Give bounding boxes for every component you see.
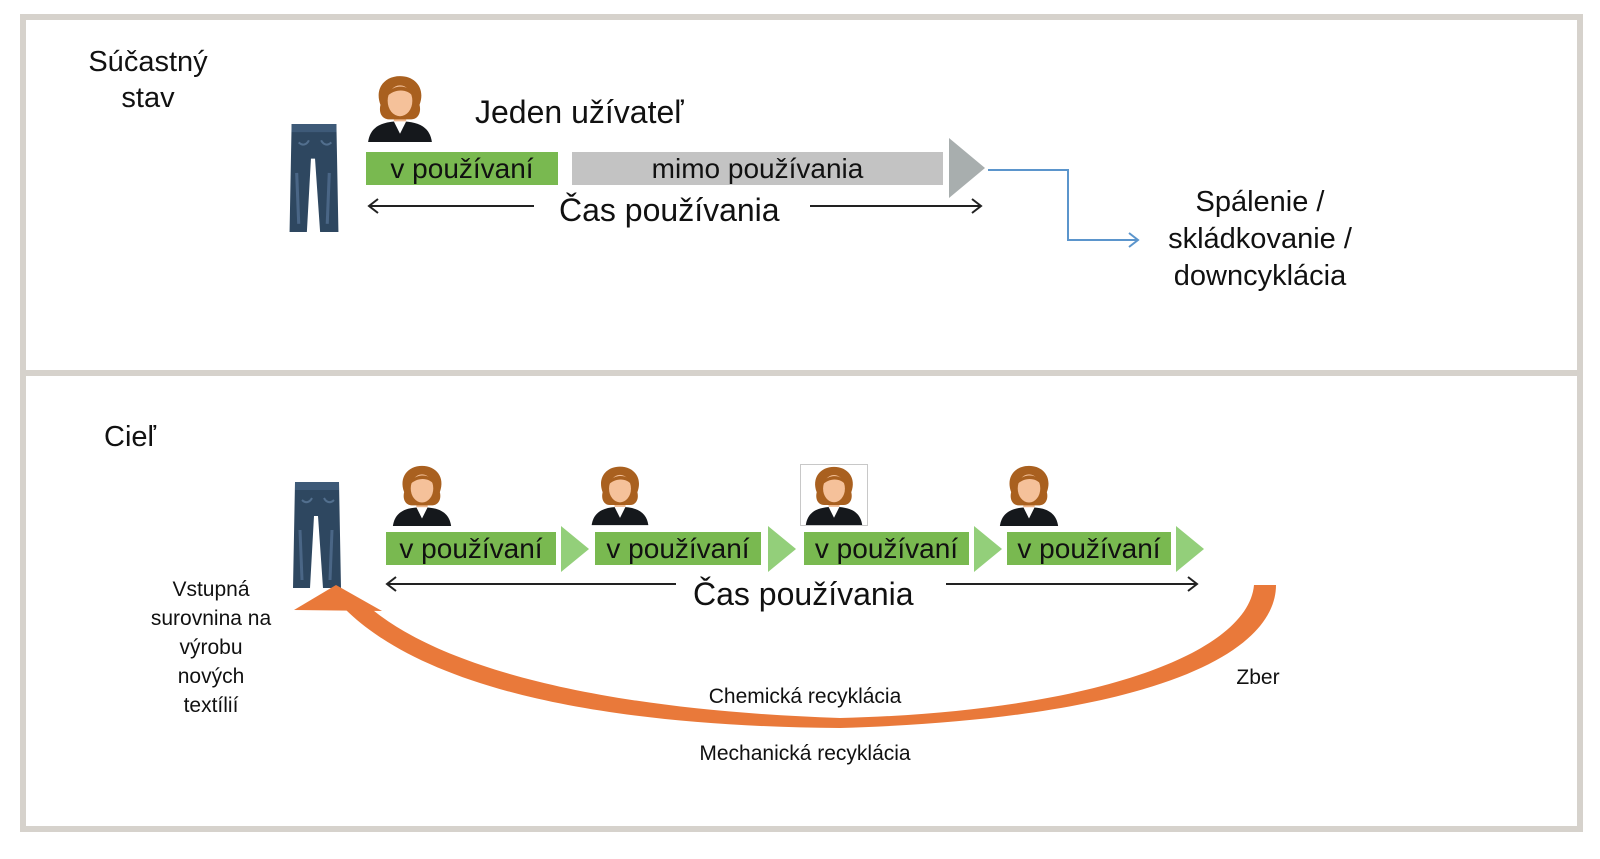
in-use-bar-4: v používaní [1007,532,1171,565]
woman-avatar-frame [800,464,868,526]
in-use-bar-3: v používaní [804,532,969,565]
mechanical-recycling-label: Mechanická recyklácia [699,742,911,765]
input-material-line2: surovnina na [150,607,272,630]
usage-time-arrow [367,198,983,214]
disposal-label-line3: downcyklácia [1173,260,1347,292]
recycling-loop-arrow [294,585,1276,728]
current-state-title-line1: Súčastný [88,46,208,78]
green-arrowhead-icon [974,526,1002,572]
in-use-bar-2: v používaní [595,532,761,565]
in-use-bar-1: v používaní [386,532,556,565]
disposal-label: Spálenie / skládkovanie / downcyklácia [1130,184,1390,295]
input-material-line1: Vstupná [172,578,250,601]
gray-arrowhead-icon [949,138,985,198]
chemical-recycling-label: Chemická recyklácia [708,685,902,708]
green-arrowhead-icon [768,526,796,572]
input-material-line4: nových [177,665,245,688]
diagram-frame: Súčastný stav Jeden užívateľ v používaní… [20,14,1583,832]
input-material-line3: výrobu [179,636,243,659]
usage-time-arrow [385,576,1199,592]
not-in-use-bar: mimo používania [572,152,943,185]
green-arrowhead-icon [561,526,589,572]
goal-usage-time-label: Čas používania [693,576,914,612]
current-state-panel [20,14,1583,376]
disposal-arrow [988,169,1140,248]
disposal-label-line2: skládkovanie / [1168,223,1352,255]
usage-time-label: Čas používania [559,192,780,228]
disposal-label-line1: Spálenie / [1195,186,1325,218]
collection-label: Zber [1236,666,1280,689]
goal-title: Cieľ [104,421,156,453]
current-state-title-line2: stav [121,82,175,114]
single-user-label: Jeden užívateľ [475,94,684,130]
input-material-label: Vstupná surovnina na výrobu nových textí… [130,575,292,720]
green-arrowhead-icon [1176,526,1204,572]
goal-panel [20,370,1583,832]
current-state-title: Súčastný stav [78,44,218,116]
input-material-line5: textílií [183,694,239,717]
in-use-bar: v používaní [366,152,558,185]
